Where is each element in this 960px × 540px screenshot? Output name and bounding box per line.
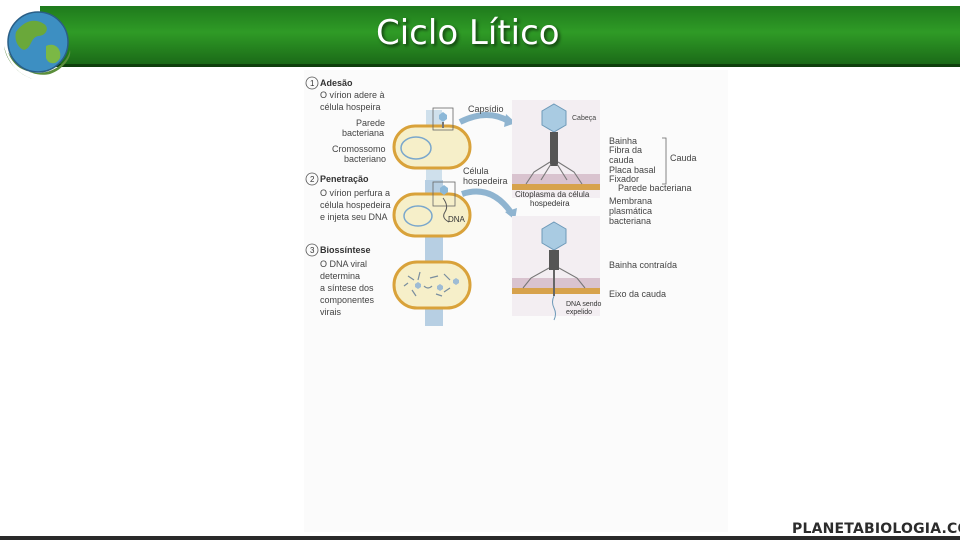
step-2-line-2: célula hospedeira	[320, 200, 391, 210]
label-membrana-2: plasmática	[609, 206, 652, 216]
viral-components	[403, 271, 451, 297]
chromosome-2	[403, 205, 433, 227]
step-1-number: 1	[310, 79, 315, 88]
dna-expelled	[552, 295, 556, 321]
label-fixador: Fixador	[609, 174, 639, 184]
title-bar	[40, 6, 960, 67]
label-placa: Placa basal	[609, 165, 656, 175]
label-citoplasma-1: Citoplasma da célula	[515, 190, 590, 199]
label-parede-2: bacteriana	[342, 128, 384, 138]
step-3-line-3: a síntese dos	[320, 283, 374, 293]
label-citoplasma-2: hospedeira	[530, 199, 570, 208]
arrow-top	[458, 112, 512, 125]
label-cromossomo-2: bacteriano	[344, 154, 386, 164]
brand-footer: PLANETABIOLOGIA.COM	[792, 521, 960, 537]
arrow-middle	[461, 188, 515, 216]
injected-dna	[442, 197, 450, 223]
virion-2	[440, 185, 448, 195]
step-1-title: Adesão	[320, 78, 353, 88]
label-dna: DNA	[448, 215, 466, 224]
bacterial-cell-3	[392, 260, 472, 310]
step-2-title: Penetração	[320, 174, 369, 184]
chromosome-1	[400, 136, 432, 160]
label-bainha: Bainha	[609, 136, 637, 146]
slide-title: Ciclo Lítico	[376, 13, 560, 53]
step-3-number-circle	[305, 243, 319, 257]
label-dna-sendo-2: expelido	[566, 309, 592, 316]
step-1-line-2: célula hospeira	[320, 102, 381, 112]
label-parede-bacteriana: Parede bacteriana	[618, 183, 692, 193]
label-parede-1: Parede	[356, 118, 385, 128]
step-3-line-4: componentes	[320, 295, 375, 305]
step-1-line-1: O vírion adere à	[320, 90, 385, 100]
phage-tail-top	[550, 132, 558, 166]
bacterial-cell-1	[392, 124, 472, 170]
label-capsideo: Capsídio	[468, 104, 504, 114]
label-membrana-3: bacteriana	[609, 216, 651, 226]
bottom-divider	[0, 536, 960, 540]
step-2-line-1: O vírion perfura a	[320, 188, 390, 198]
phage-tail-bottom	[549, 250, 559, 270]
label-cabeca: Cabeça	[572, 115, 596, 122]
cauda-bracket	[662, 137, 667, 185]
step-2-number-circle	[305, 172, 319, 186]
label-fibra-2: cauda	[609, 155, 634, 165]
label-eixo: Eixo da cauda	[609, 289, 666, 299]
label-cromossomo-1: Cromossomo	[332, 144, 386, 154]
label-fibra-1: Fibra da	[609, 145, 642, 155]
step-3-line-1: O DNA viral	[320, 259, 367, 269]
step-2-number: 2	[310, 175, 315, 184]
step-3-title: Biossíntese	[320, 245, 371, 255]
zoom-box-1	[432, 107, 454, 131]
step-3-number: 3	[310, 246, 315, 255]
label-cauda: Cauda	[670, 153, 697, 163]
step-1-number-circle	[305, 76, 319, 90]
step-3-line-2: determina	[320, 271, 360, 281]
label-celula-1: Célula	[463, 166, 489, 176]
lytic-cycle-diagram: 1 Adesão O vírion adere à célula hospeir…	[305, 76, 697, 326]
label-celula-2: hospedeira	[463, 176, 508, 186]
zoom-box-2	[432, 181, 456, 207]
step-3-line-5: virais	[320, 307, 342, 317]
tail-fibers-top	[525, 161, 583, 185]
virion-1	[439, 112, 447, 122]
earth-globe-logo	[4, 11, 71, 80]
label-membrana-1: Membrana	[609, 196, 652, 206]
tail-fibers-bottom	[522, 267, 586, 289]
label-dna-sendo-1: DNA sendo	[566, 301, 602, 308]
label-bainha-contraida: Bainha contraída	[609, 260, 677, 270]
step-2-line-3: e injeta seu DNA	[320, 212, 388, 222]
